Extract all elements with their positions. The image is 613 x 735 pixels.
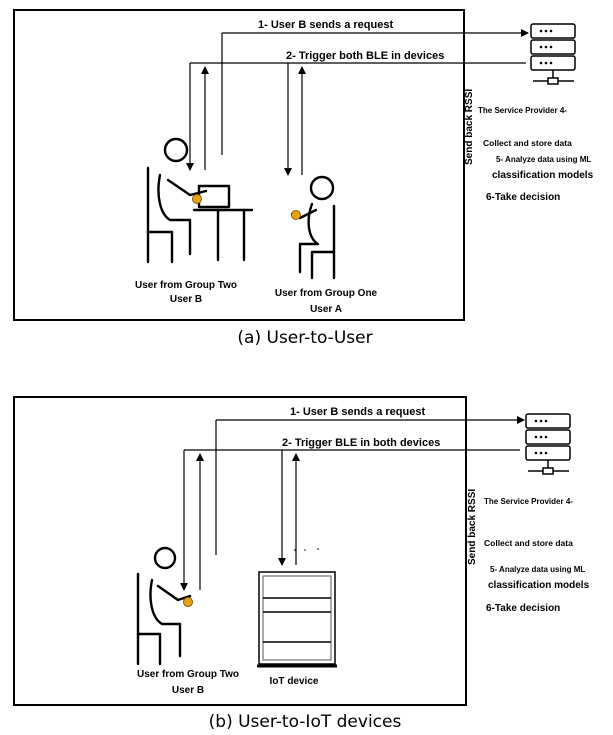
server-icon-b <box>525 413 571 475</box>
user-b-label-line1-b: User from Group Two <box>137 669 239 680</box>
iot-device-label: IoT device <box>270 676 319 687</box>
arrow-trigger-b <box>180 449 520 591</box>
rssi-lines-a <box>201 66 306 175</box>
arrow-trigger-a <box>186 62 526 176</box>
smartwatch-icon-user-b-a <box>192 194 202 204</box>
arrow-trigger-label-a: 2- Trigger both BLE in devices <box>286 50 444 62</box>
user-b-seated-icon-b <box>136 546 192 666</box>
service-provider-label-a: The Service Provider 4- <box>478 106 567 115</box>
iot-indicator-dots <box>294 548 319 551</box>
send-back-rssi-label-b: Send back RSSI <box>467 489 478 565</box>
panel-a-caption: (a) User-to-User <box>237 328 372 348</box>
user-b-label-line2-b: User B <box>172 685 204 696</box>
panel-b: 1- User B sends a request 2- Trigger BLE… <box>13 396 590 732</box>
panel-a-frame <box>13 9 465 321</box>
arrow-request-label-a: 1- User B sends a request <box>258 19 393 31</box>
server-icon <box>530 23 576 85</box>
panel-a: 1- User B sends a request 2- Trigger bot… <box>13 9 594 348</box>
rssi-lines-b <box>196 453 300 590</box>
smartwatch-icon-user-b-b <box>183 597 193 607</box>
analyze-label-a: 5- Analyze data using ML <box>496 155 591 164</box>
user-b-label-line2-a: User B <box>170 294 202 305</box>
user-a-seated-icon <box>290 175 336 280</box>
iot-device-icon <box>257 571 337 668</box>
smartwatch-icon-user-a <box>291 210 301 220</box>
models-label-a: classification models <box>492 170 594 181</box>
collect-label-b: Collect and store data <box>484 538 573 548</box>
user-a-label-line1: User from Group One <box>275 288 378 299</box>
service-provider-label-b: The Service Provider 4- <box>484 497 573 506</box>
collect-label-a: Collect and store data <box>483 138 572 148</box>
arrow-request-b <box>215 416 525 555</box>
arrow-request-a <box>221 29 529 155</box>
arrow-trigger-label-b: 2- Trigger BLE in both devices <box>282 437 440 449</box>
user-a-label-line2: User A <box>310 304 342 315</box>
decision-label-b: 6-Take decision <box>486 603 560 614</box>
send-back-rssi-label-a: Send back RSSI <box>464 89 475 165</box>
panel-b-caption: (b) User-to-IoT devices <box>209 712 402 732</box>
user-b-seated-icon-a <box>146 137 254 264</box>
decision-label-a: 6-Take decision <box>486 192 560 203</box>
user-b-label-line1-a: User from Group Two <box>135 280 237 291</box>
arrow-request-label-b: 1- User B sends a request <box>290 406 425 418</box>
models-label-b: classification models <box>488 580 590 591</box>
panel-b-frame <box>13 396 467 706</box>
analyze-label-b: 5- Analyze data using ML <box>490 565 585 574</box>
